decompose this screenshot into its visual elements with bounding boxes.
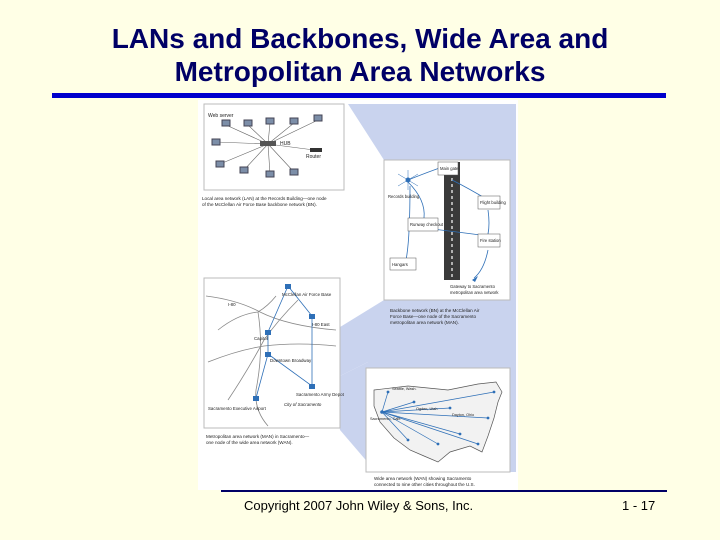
- i80-east-label: I-80 East: [312, 322, 330, 327]
- lan-workstations: [211, 114, 323, 178]
- city-node: [486, 416, 490, 420]
- computer-icon: [215, 160, 225, 168]
- computer-icon: [211, 138, 221, 146]
- main-gate-label: Main gate: [440, 166, 459, 171]
- wan-panel: Seattle, Wash. Sacramento, Calif. Ogden,…: [365, 367, 511, 487]
- city-of-sacramento-label: City of Sacramento: [284, 402, 322, 407]
- sacramento-city-node: [380, 410, 384, 414]
- copyright-text: Copyright 2007 John Wiley & Sons, Inc.: [244, 498, 474, 513]
- city-node: [476, 442, 480, 446]
- slide-title: LANs and Backbones, Wide Area and Metrop…: [0, 22, 720, 88]
- city-node: [492, 390, 496, 394]
- web-server-icon: [221, 119, 231, 127]
- man-links: [255, 285, 313, 399]
- lan-caption-line-2: of the McClellan Air Force Base backbone…: [202, 202, 317, 207]
- man-panel-frame: [203, 277, 341, 429]
- seattle-city-node: [386, 390, 390, 394]
- network-hierarchy-figure: Web server HUB: [198, 100, 518, 490]
- us-map-outline: [373, 381, 503, 463]
- router-icon: [310, 148, 322, 152]
- runway-checkout-box: [407, 217, 439, 232]
- bn-caption-line-1: Backbone network (BN) at the McClellan A…: [390, 308, 480, 313]
- sacramento-depot-label: Sacramento Army Depot: [296, 392, 345, 397]
- ogden-label: Ogden, Utah: [416, 407, 438, 411]
- computer-icon: [289, 117, 299, 125]
- computer-icon: [265, 170, 275, 178]
- computer-icon: [289, 168, 299, 176]
- slide-title-line-1: LANs and Backbones, Wide Area and: [111, 23, 609, 54]
- hangars-box: [389, 257, 417, 271]
- gateway-arrowhead: [472, 276, 478, 282]
- bn-caption-line-2: Force Base—one node of the Sacramento: [390, 314, 477, 319]
- network-hierarchy-diagram: Web server HUB: [202, 103, 516, 487]
- title-rule: [52, 93, 666, 98]
- depot-node: [309, 384, 315, 389]
- records-building-label: Records building: [388, 194, 420, 199]
- bn-caption-line-3: metropolitan area network (MAN).: [390, 320, 459, 325]
- fire-station-box: [477, 233, 501, 248]
- seattle-label: Seattle, Wash.: [392, 387, 417, 391]
- man-caption-line-1: Metropolitan area network (MAN) in Sacra…: [206, 434, 310, 439]
- city-node: [406, 438, 410, 442]
- executive-airport-label: Sacramento Executive Airport: [208, 406, 267, 411]
- wan-caption-line-1: Wide area network (WAN) showing Sacramen…: [374, 476, 472, 481]
- i80-east-node: [309, 314, 315, 319]
- gateway-label-line-2: metropolitan area network: [450, 290, 499, 295]
- city-node: [458, 432, 462, 436]
- man-caption-line-2: one node of the wide area network (WAN).: [206, 440, 293, 445]
- airport-node: [253, 396, 259, 401]
- hangars-label: Hangars: [392, 262, 408, 267]
- dayton-label: Dayton, Ohio: [452, 413, 474, 417]
- capitol-node: [265, 330, 271, 335]
- wan-caption-line-2: connected to nine other cities throughou…: [374, 482, 475, 487]
- lan-panel: Web server HUB: [202, 103, 345, 207]
- footer-rule: [221, 490, 667, 492]
- computer-icon: [265, 117, 275, 125]
- flight-building-box: [477, 195, 501, 210]
- man-panel: McClellan Air Force Base I-80 I-80 East …: [203, 277, 345, 445]
- computer-icon: [313, 114, 323, 122]
- fire-station-label: Fire station: [480, 238, 501, 243]
- records-building-node: [405, 177, 411, 183]
- hub-label: HUB: [280, 141, 291, 147]
- mcclellan-label: McClellan Air Force Base: [282, 292, 332, 297]
- flight-building-label: Flight building: [480, 200, 507, 205]
- ogden-city-node: [412, 400, 416, 404]
- computer-icon: [239, 166, 249, 174]
- hub-icon: [260, 141, 276, 146]
- runway-checkout-label: Runway checkout: [410, 222, 444, 227]
- slide-title-line-2: Metropolitan Area Networks: [174, 56, 546, 87]
- wan-links: [381, 391, 495, 445]
- man-roads: [205, 295, 337, 427]
- gateway-label-line-1: Gateway to Sacramento: [450, 284, 496, 289]
- gateway-arrow: [473, 249, 489, 279]
- dayton-city-node: [448, 406, 452, 410]
- downtown-label: Downtown Broadway: [270, 358, 312, 363]
- lan-links: [215, 119, 319, 175]
- city-node: [436, 442, 440, 446]
- lan-caption-line-1: Local area network (LAN) at the Records …: [202, 196, 327, 201]
- slide-number: 1 - 17: [622, 498, 656, 513]
- zoom-wedge-bn-man: [332, 300, 516, 380]
- downtown-node: [265, 352, 271, 357]
- main-gate-box: [437, 161, 459, 176]
- computer-icon: [243, 119, 253, 127]
- bn-panel: Main gate Records building Flight buildi…: [383, 159, 511, 325]
- i80-label: I-80: [228, 302, 236, 307]
- web-server-label: Web server: [208, 113, 234, 119]
- capitol-label: Capitol: [254, 336, 268, 341]
- sacramento-label: Sacramento, Calif.: [370, 417, 401, 421]
- router-label: Router: [306, 154, 321, 160]
- mcclellan-node: [285, 284, 291, 289]
